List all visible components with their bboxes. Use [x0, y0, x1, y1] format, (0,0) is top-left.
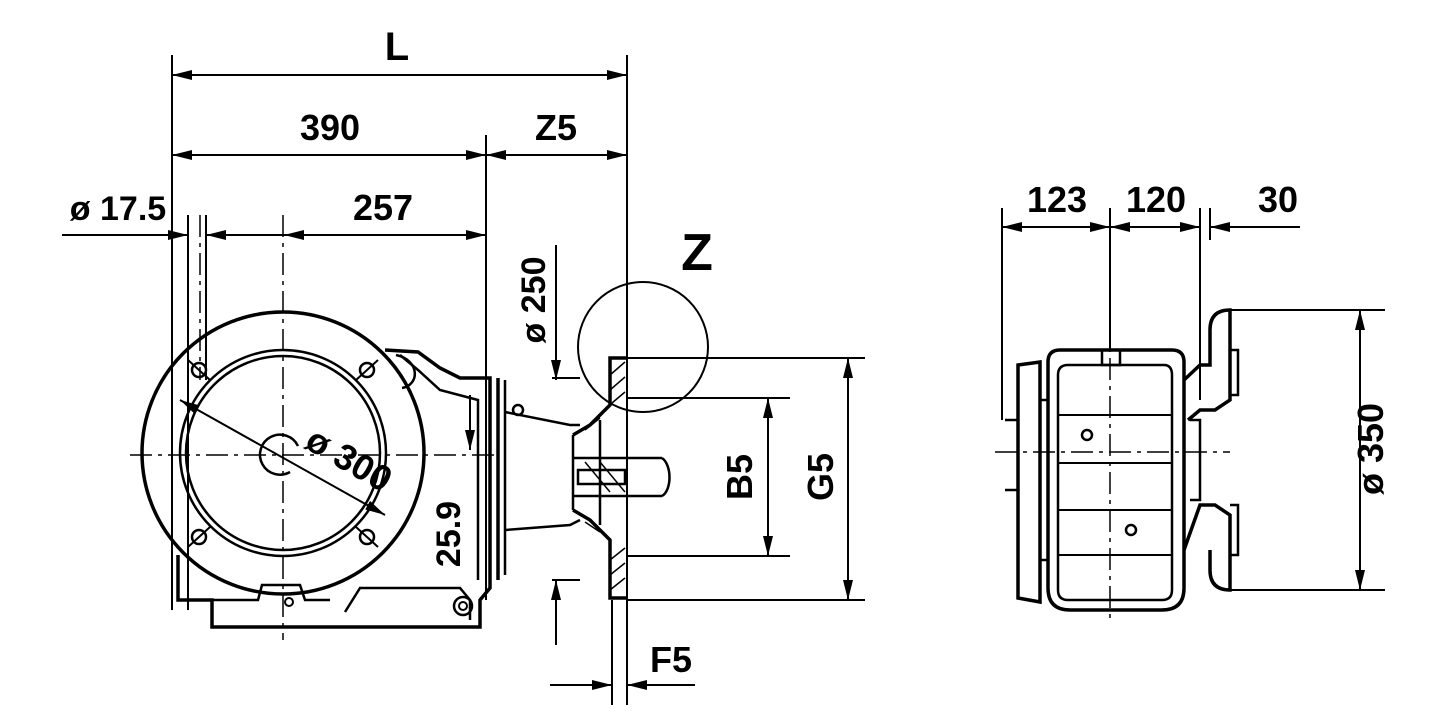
label-25-9: 25.9	[430, 501, 468, 567]
label-250: ø 250	[515, 257, 553, 344]
label-350: ø 350	[1350, 403, 1391, 495]
label-390: 390	[300, 107, 360, 148]
label-17-5: ø 17.5	[70, 190, 166, 228]
side-view	[995, 208, 1385, 620]
label-120: 120	[1126, 179, 1186, 220]
label-257: 257	[353, 187, 413, 228]
label-30: 30	[1258, 179, 1298, 220]
label-g5: G5	[800, 453, 841, 501]
label-f5: F5	[650, 639, 692, 680]
label-z: Z	[681, 224, 713, 282]
label-123: 123	[1027, 179, 1087, 220]
label-L: L	[385, 25, 409, 69]
front-view	[62, 55, 865, 705]
hatch-lines	[584, 361, 626, 591]
label-b5: B5	[719, 454, 760, 500]
bolt-holes	[187, 359, 379, 548]
dimension-labels: L 390 Z5 ø 17.5 257 Z ø 250 ø 300 25.9 B…	[70, 25, 1391, 680]
label-z5: Z5	[535, 107, 577, 148]
